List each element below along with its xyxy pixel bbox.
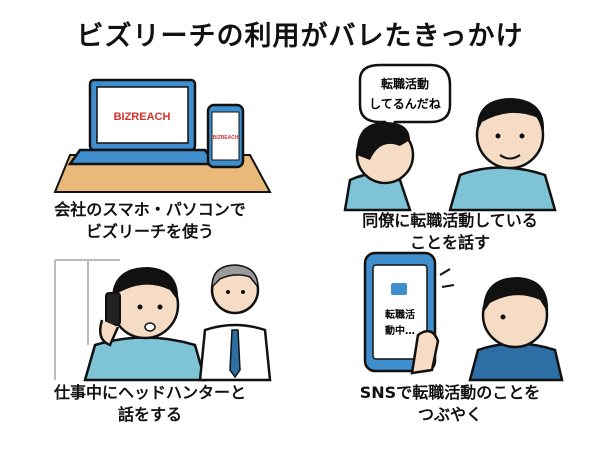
caption-line-2: ビズリーチを使う bbox=[85, 222, 214, 241]
page-title: ビズリーチの利用がバレたきっかけ bbox=[76, 21, 524, 52]
caption-line-1: SNSで転職活動のことを bbox=[359, 383, 541, 402]
caption-line-2: つぶやく bbox=[417, 405, 482, 424]
caption-line-2: 話をする bbox=[117, 405, 182, 424]
boss-tie bbox=[229, 329, 241, 379]
speech-bubble bbox=[358, 63, 452, 139]
sns-illustration: 転職活 動中… bbox=[363, 251, 564, 382]
bubble-line-2: してるんだね bbox=[369, 97, 441, 111]
panel-company-devices: BIZREACH BIZREACH 会社のスマホ・パソコンで ビズリーチを使う bbox=[0, 60, 300, 245]
caption-sns-post: SNSで転職活動のことを つぶやく bbox=[300, 382, 600, 426]
phone-text-line-2: 動中… bbox=[385, 324, 415, 337]
panel-tell-coworker: 転職活動 してるんだね 同僚に転職活動している ことを話す bbox=[300, 60, 600, 252]
caption-line-1: 同僚に転職活動している bbox=[362, 211, 538, 230]
phone-logo: BIZREACH bbox=[213, 135, 239, 141]
phone-text-line-1: 転職活 bbox=[385, 308, 415, 321]
caption-line-2: ことを話す bbox=[409, 233, 490, 252]
panel-sns-post: 転職活 動中… SNSで転職活動のことを つぶやく bbox=[300, 245, 600, 450]
caption-line-1: 仕事中にヘッドハンターと bbox=[53, 383, 246, 402]
laptop-logo: BIZREACH bbox=[114, 111, 171, 123]
call-phone bbox=[105, 292, 121, 326]
laptop-phone-illustration: BIZREACH BIZREACH bbox=[53, 78, 272, 193]
caption-headhunter-call: 仕事中にヘッドハンターと 話をする bbox=[0, 382, 300, 426]
caption-company-devices: 会社のスマホ・パソコンで ビズリーチを使う bbox=[0, 199, 300, 243]
bubble-line-1: 転職活動 bbox=[381, 76, 429, 91]
laptop-base bbox=[67, 148, 218, 166]
coworkers-illustration: 転職活動 してるんだね bbox=[343, 63, 557, 212]
phone-call-illustration bbox=[54, 259, 272, 382]
caption-tell-coworker: 同僚に転職活動している ことを話す bbox=[300, 210, 600, 254]
caption-line-1: 会社のスマホ・パソコンで bbox=[54, 200, 246, 219]
panel-headhunter-call: 仕事中にヘッドハンターと 話をする bbox=[0, 245, 300, 450]
